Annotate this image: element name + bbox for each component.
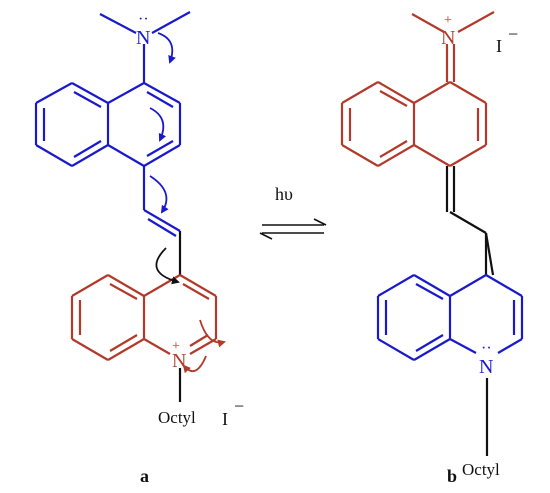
- curved-arrow-icon: [182, 355, 207, 374]
- equilibrium-arrows: hυ: [259, 184, 327, 240]
- octyl-label-a: Octyl: [158, 408, 196, 427]
- lone-pair-dots-b: ··: [481, 340, 492, 357]
- curved-arrow-icon: [157, 32, 176, 64]
- counter-ion-b: I: [496, 36, 502, 56]
- iminium-n-label-b: N: [441, 27, 455, 49]
- counter-minus-a: −: [234, 396, 244, 416]
- electron-arrows-a: [149, 32, 226, 374]
- n-dimethyl-label-a: N: [136, 27, 150, 49]
- vinyl-linker-a: [143, 209, 182, 275]
- n-quinoline-label-b: N: [479, 356, 493, 378]
- panel-label-b: b: [447, 466, 457, 486]
- curved-arrow-icon: [149, 107, 167, 142]
- lone-pair-dots-a: ··: [138, 11, 149, 28]
- curved-arrow-icon: [149, 175, 169, 214]
- naphthalene-donor-a: [34, 11, 191, 210]
- structure-b: N + I − N ·· Octyl b: [340, 11, 524, 486]
- h-nu-label: hυ: [275, 184, 293, 204]
- structure-a: N ·· N + I − Octyl a: [34, 11, 244, 486]
- quinoline-donor-b: [376, 274, 524, 361]
- quinolinium-acceptor-a: [70, 274, 218, 361]
- curved-arrow-icon: [155, 247, 180, 285]
- counter-ion-a: I: [222, 409, 228, 429]
- naphthalene-iminium-b: [340, 11, 495, 167]
- curved-arrow-icon: [199, 319, 226, 348]
- n-quinolinium-label-a: N: [172, 350, 186, 372]
- plus-charge-b: +: [444, 13, 452, 28]
- panel-label-a: a: [140, 466, 149, 486]
- linker-b: [445, 166, 495, 276]
- plus-charge-a: +: [172, 339, 180, 354]
- octyl-label-b: Octyl: [462, 460, 500, 479]
- counter-minus-b: −: [508, 24, 518, 44]
